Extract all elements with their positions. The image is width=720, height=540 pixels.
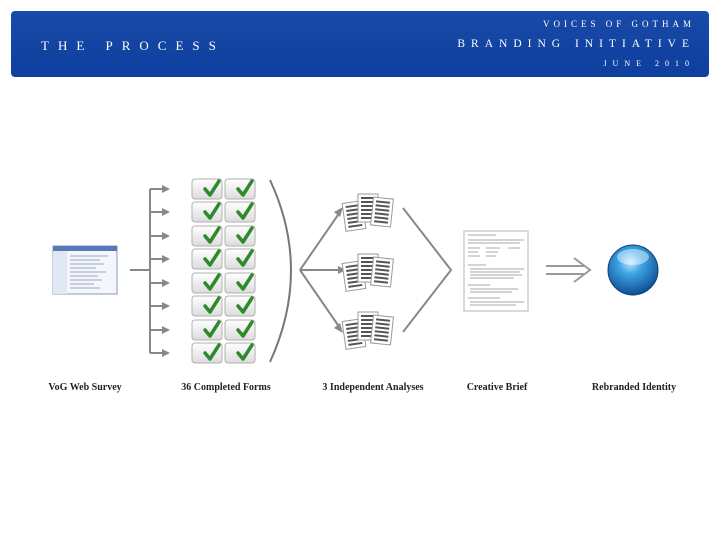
branch-arrow <box>150 208 170 216</box>
branch-arrow <box>150 302 170 310</box>
date-label: JUNE 2010 <box>603 59 695 68</box>
checkbox-check-icon <box>191 225 223 247</box>
step-label-brief: Creative Brief <box>466 382 528 393</box>
step-label-survey: VoG Web Survey <box>48 382 122 393</box>
step-label-analyses: 3 Independent Analyses <box>322 382 424 393</box>
branch-arrow <box>150 349 170 357</box>
blue-orb-icon <box>607 244 659 296</box>
checkbox-check-icon <box>224 248 256 270</box>
checkbox-check-icon <box>191 178 223 200</box>
header-banner: THE PROCESS VOICES OF GOTHAM BRANDING IN… <box>11 11 709 77</box>
creative-brief-document-icon <box>463 230 529 312</box>
checkbox-check-icon <box>224 295 256 317</box>
document-stack-icon <box>341 253 394 292</box>
bracket-curve <box>269 179 292 363</box>
document-stack-icon <box>341 193 394 232</box>
checkbox-check-icon <box>191 295 223 317</box>
fanout-connector <box>130 189 151 353</box>
document-stack-icon <box>341 311 394 350</box>
checkbox-check-icon <box>224 178 256 200</box>
checkbox-check-icon <box>191 201 223 223</box>
converge-chevron <box>402 207 453 333</box>
branch-arrow <box>150 232 170 240</box>
org-name: VOICES OF GOTHAM <box>542 19 695 29</box>
survey-screenshot-icon <box>52 245 118 295</box>
completed-forms-grid <box>191 178 256 364</box>
step-label-forms: 36 Completed Forms <box>181 382 271 393</box>
checkbox-check-icon <box>191 319 223 341</box>
checkbox-check-icon <box>224 201 256 223</box>
double-arrow-icon <box>546 257 592 283</box>
checkbox-check-icon <box>191 248 223 270</box>
checkbox-check-icon <box>224 319 256 341</box>
branch-arrow <box>150 185 170 193</box>
branch-arrow <box>150 255 170 263</box>
checkbox-check-icon <box>224 225 256 247</box>
analysis-arrows <box>299 207 346 333</box>
branch-arrow <box>150 279 170 287</box>
checkbox-check-icon <box>191 272 223 294</box>
independent-analyses <box>341 193 394 350</box>
checkbox-check-icon <box>224 342 256 364</box>
checkbox-check-icon <box>224 272 256 294</box>
checkbox-check-icon <box>191 342 223 364</box>
step-label-identity: Rebranded Identity <box>591 382 677 393</box>
initiative-name: BRANDING INITIATIVE <box>457 38 695 50</box>
branch-arrow <box>150 326 170 334</box>
page-title: THE PROCESS <box>41 38 225 53</box>
branch-arrows <box>150 185 170 357</box>
